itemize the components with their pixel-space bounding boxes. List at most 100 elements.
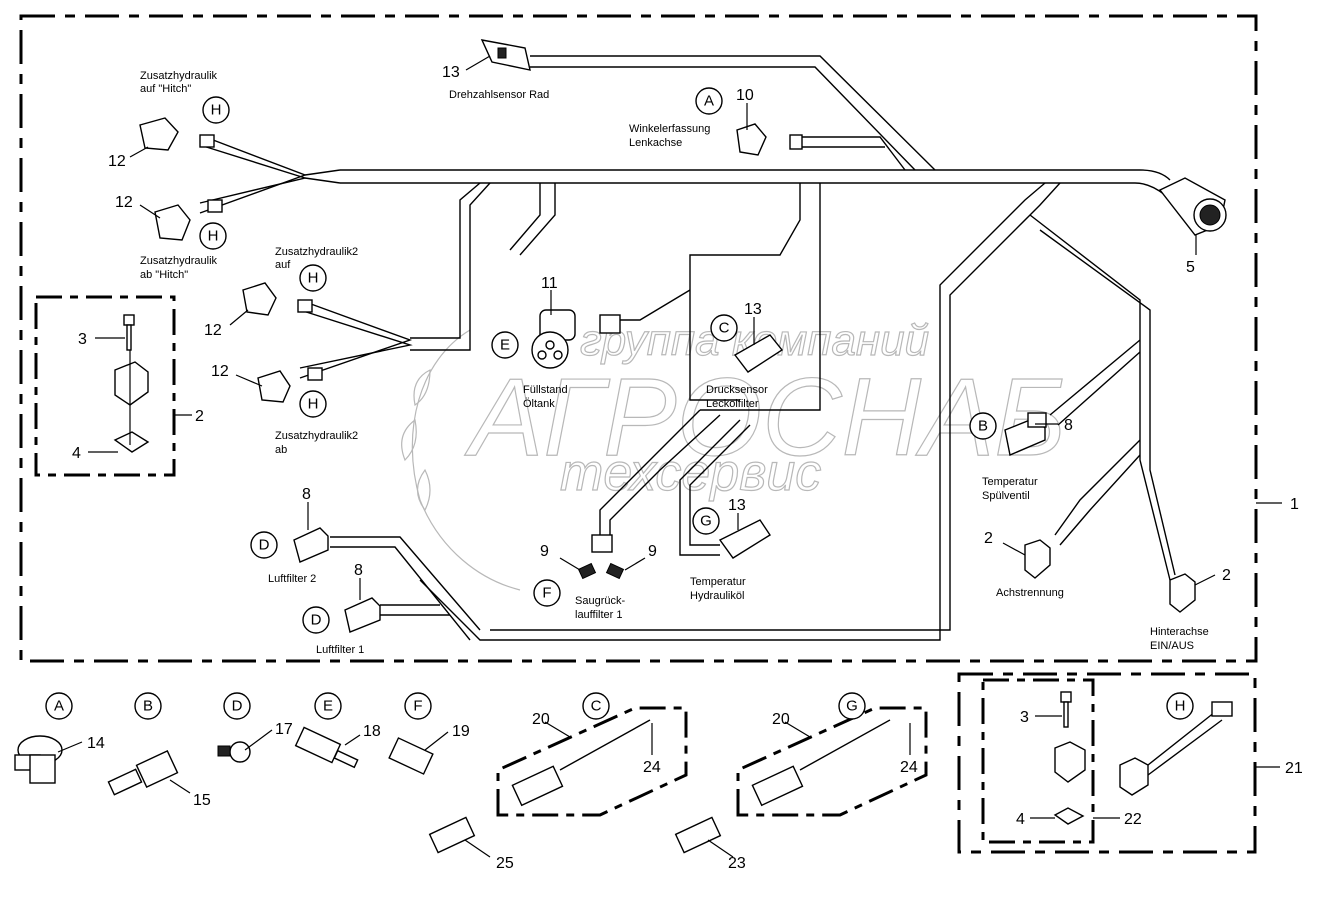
letter-C: C	[719, 320, 730, 337]
connector-5-main[interactable]	[1158, 177, 1227, 236]
callout-4: 4	[72, 445, 81, 462]
sensor-25-icon	[428, 816, 476, 854]
label-temp-hydr-2: Hydrauliköl	[690, 590, 744, 602]
callout-17: 17	[275, 721, 293, 738]
connector-12-hitch-ab[interactable]	[154, 199, 223, 241]
letter-E: E	[500, 337, 510, 354]
label-saug-2: lauffilter 1	[575, 609, 623, 621]
connector-10-winkel[interactable]	[736, 123, 803, 156]
connector-13-druck[interactable]	[733, 334, 784, 373]
sensor-11-fuellstand[interactable]	[531, 309, 621, 369]
callout-20: 20	[532, 711, 550, 728]
label-fuellstand-1: Füllstand	[523, 384, 568, 396]
cable-20-c-icon	[511, 719, 651, 807]
connector-12-zus2-auf[interactable]	[242, 282, 313, 316]
label-temp-hydr-1: Temperatur	[690, 576, 746, 588]
main-harness-trunk	[199, 55, 1176, 641]
label-zus2-ab-2: ab	[275, 444, 287, 456]
letter-G: G	[700, 513, 712, 530]
screw-3-kit-icon	[1060, 691, 1072, 728]
callout-11: 11	[541, 275, 558, 292]
callout-5: 5	[1186, 259, 1195, 276]
kit-20-c-frame	[496, 706, 688, 817]
connector-8-luft2[interactable]	[293, 527, 329, 563]
valve-plug-kit-icon	[1054, 741, 1086, 783]
callout-8: 8	[354, 562, 363, 579]
label-druck-2: Leckölfilter	[706, 398, 759, 410]
label-temp-spuel-1: Temperatur	[982, 476, 1038, 488]
connector-8-luft1[interactable]	[344, 597, 381, 633]
harness-assembly-frame	[19, 14, 1258, 663]
connector-13-temp-hydr[interactable]	[718, 519, 771, 559]
callout-4: 4	[1016, 811, 1025, 828]
cable-20-g-icon	[751, 719, 891, 807]
callout-9: 9	[648, 543, 657, 560]
label-winkel-2: Lenkachse	[629, 137, 682, 149]
watermark-line2: АГРОСНАБ	[464, 356, 1066, 479]
valve-plug-h-icon	[1119, 701, 1233, 796]
letter-H: H	[308, 396, 319, 413]
callout-24: 24	[643, 759, 661, 776]
splice-block	[591, 534, 613, 553]
callout-19: 19	[452, 723, 470, 740]
label-druck-1: Drucksensor	[706, 384, 768, 396]
letter-E: E	[323, 698, 333, 715]
letter-H: H	[308, 270, 319, 287]
callout-10: 10	[736, 87, 754, 104]
callout-18: 18	[363, 723, 381, 740]
callout-1: 1	[1290, 496, 1299, 513]
callout-3: 3	[78, 331, 87, 348]
letter-A: A	[704, 93, 714, 110]
callout-15: 15	[193, 792, 211, 809]
letter-D: D	[232, 698, 243, 715]
letter-H: H	[211, 102, 222, 119]
connector-12-hitch-auf[interactable]	[139, 117, 215, 151]
connector-9-left[interactable]	[577, 562, 597, 580]
callout-25: 25	[496, 855, 514, 872]
callout-12: 12	[211, 363, 229, 380]
label-hinterachse-2: EIN/AUS	[1150, 640, 1194, 652]
callout-13: 13	[442, 64, 460, 81]
callout-21: 21	[1285, 760, 1303, 777]
letter-D: D	[259, 537, 270, 554]
label-zus2-auf-1: Zusatzhydraulik2	[275, 246, 358, 258]
sensor-19-icon	[388, 737, 434, 775]
callout-22: 22	[1124, 811, 1142, 828]
valve-plug-2-hinter[interactable]	[1169, 573, 1196, 613]
label-drehzahl: Drehzahlsensor Rad	[449, 89, 549, 101]
label-zus-hitch-ab-2: ab "Hitch"	[140, 269, 188, 281]
label-zus-hitch-ab-1: Zusatzhydraulik	[140, 255, 218, 267]
label-fuellstand-2: Öltank	[523, 398, 555, 410]
letter-H: H	[1175, 698, 1186, 715]
valve-plug-2-achs[interactable]	[1024, 539, 1051, 579]
label-luftfilter1: Luftfilter 1	[316, 644, 364, 656]
connector-12-zus2-ab[interactable]	[257, 367, 323, 403]
label-zus2-auf-2: auf	[275, 259, 291, 271]
sensor-23-icon	[674, 816, 722, 854]
watermark-wreath-icon	[401, 329, 521, 591]
label-zus-hitch-auf-1: Zusatzhydraulik	[140, 70, 218, 82]
callout-12: 12	[115, 194, 133, 211]
label-zus-hitch-auf-2: auf "Hitch"	[140, 83, 191, 95]
callout-13: 13	[728, 497, 746, 514]
label-luftfilter2: Luftfilter 2	[268, 573, 316, 585]
connector-9-right[interactable]	[605, 562, 625, 580]
valve-plug-kit-frame	[34, 295, 176, 477]
connector-13-drehzahl[interactable]	[480, 39, 531, 71]
callout-24: 24	[900, 759, 918, 776]
letter-C: C	[591, 698, 602, 715]
label-hinterachse-1: Hinterachse	[1150, 626, 1209, 638]
callout-12: 12	[204, 322, 222, 339]
screw-3-icon	[123, 314, 135, 351]
letter-F: F	[542, 585, 551, 602]
letter-F: F	[413, 698, 422, 715]
callout-2: 2	[1222, 567, 1231, 584]
callout-14: 14	[87, 735, 105, 752]
kit-21-frame	[957, 672, 1257, 854]
letter-A: A	[54, 698, 64, 715]
screw-17-icon	[217, 741, 251, 763]
gasket-4-icon	[113, 431, 150, 453]
callout-8: 8	[1064, 417, 1073, 434]
watermark: группа компаний АГРОСНАБ техсервис	[401, 315, 1067, 591]
